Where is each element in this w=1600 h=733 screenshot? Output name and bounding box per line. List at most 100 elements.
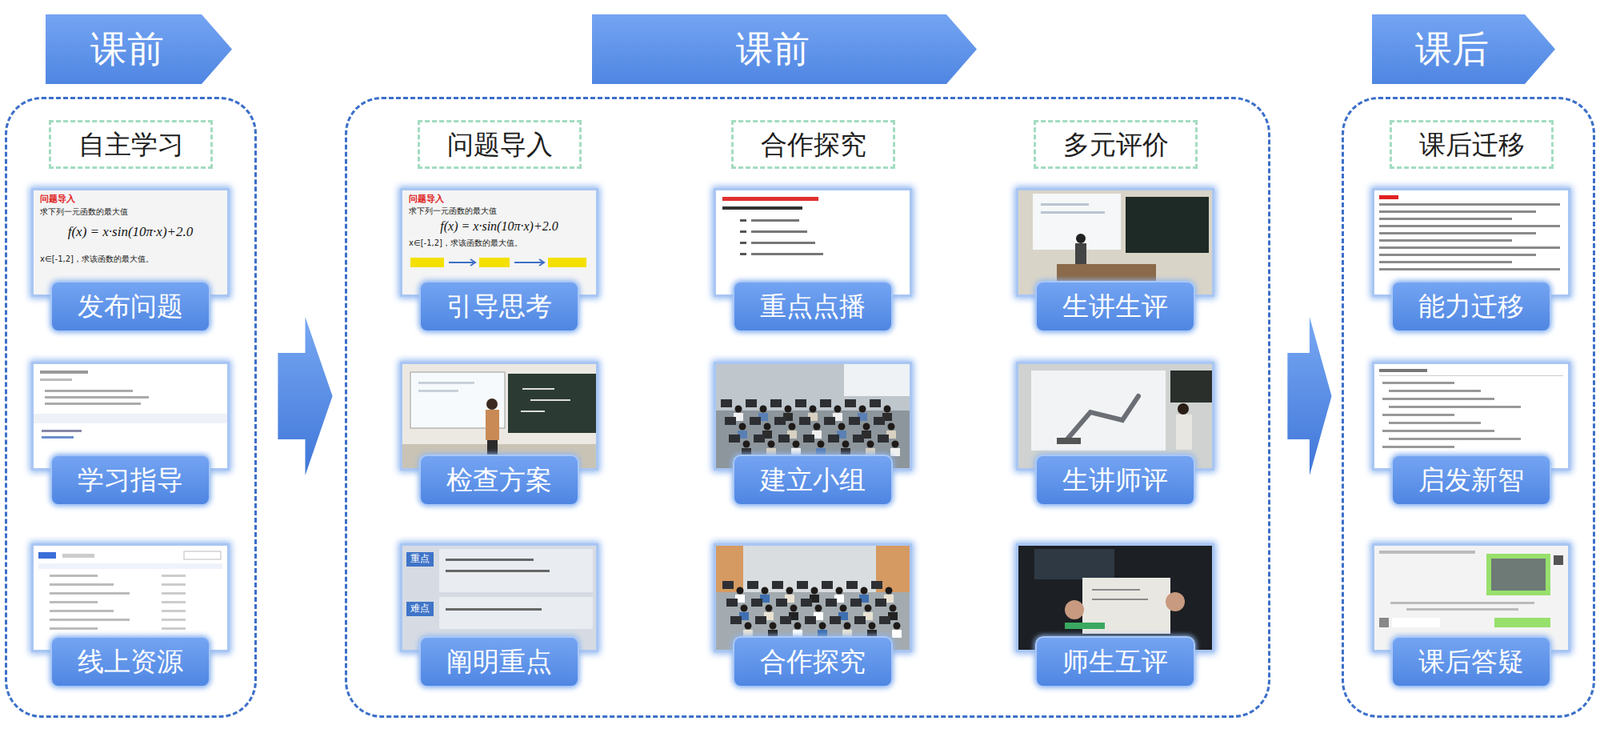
monitor bbox=[875, 598, 887, 607]
art-block bbox=[1388, 421, 1481, 424]
text-panel bbox=[439, 596, 593, 629]
art-block bbox=[1040, 203, 1089, 206]
student-head bbox=[743, 440, 751, 448]
art-block bbox=[49, 583, 114, 586]
screenshot-illustration bbox=[1018, 364, 1212, 468]
stage-arrow bbox=[277, 316, 332, 476]
wall bbox=[716, 364, 910, 468]
art-block bbox=[751, 252, 824, 256]
activity-label: 生讲师评 bbox=[1035, 454, 1196, 506]
slide-text: 求下列一元函数的最大值 bbox=[408, 206, 497, 216]
art-block bbox=[1379, 268, 1560, 271]
student-head bbox=[819, 622, 827, 630]
monitor bbox=[795, 399, 807, 408]
art-block bbox=[1379, 550, 1476, 554]
art-block bbox=[1382, 381, 1455, 384]
monitor bbox=[726, 598, 738, 607]
student-head bbox=[784, 405, 792, 413]
ruler bbox=[1064, 622, 1105, 629]
art-block bbox=[522, 388, 555, 390]
art-block bbox=[44, 402, 141, 405]
section-title: 多元评价 bbox=[1036, 122, 1196, 167]
teacher-head bbox=[1177, 403, 1189, 415]
art-block bbox=[1388, 389, 1481, 392]
art-block bbox=[161, 609, 186, 612]
site-logo bbox=[38, 552, 56, 559]
activity-label: 启发新智 bbox=[1391, 454, 1552, 506]
slide-ground bbox=[402, 190, 596, 295]
activity-label: 生讲生评 bbox=[1035, 280, 1196, 332]
art-block bbox=[722, 206, 803, 210]
student-head bbox=[860, 587, 868, 595]
monitor bbox=[824, 416, 836, 425]
slide-tag: 难点 bbox=[406, 601, 434, 616]
screenshot-illustration bbox=[1018, 190, 1212, 295]
student-head bbox=[892, 440, 900, 448]
student-head bbox=[863, 423, 871, 431]
chat-bubble bbox=[1494, 617, 1551, 628]
student-head bbox=[811, 587, 819, 595]
art-block bbox=[751, 241, 816, 244]
screenshot-illustration bbox=[33, 545, 228, 650]
student-head bbox=[844, 622, 852, 630]
text-panel bbox=[439, 548, 593, 592]
section-header: 课后迁移 bbox=[1389, 120, 1554, 169]
activity-card: 学习指导 bbox=[31, 361, 230, 506]
activity-card: 建立小组 bbox=[713, 361, 912, 506]
monitor bbox=[799, 416, 811, 425]
monitor bbox=[852, 434, 864, 443]
activity-label: 建立小组 bbox=[732, 454, 893, 506]
teacher-body bbox=[485, 409, 500, 440]
activity-card: 师生互评 bbox=[1016, 543, 1215, 688]
avatar bbox=[1379, 617, 1389, 628]
step-arrow bbox=[448, 259, 476, 266]
activity-label: 合作探究 bbox=[732, 636, 893, 688]
student-head bbox=[859, 405, 867, 413]
projection-screen bbox=[1032, 193, 1121, 250]
art-block bbox=[1382, 445, 1455, 448]
student-head bbox=[815, 604, 823, 612]
student-head bbox=[768, 440, 776, 448]
wall bbox=[716, 545, 910, 650]
monitor bbox=[772, 580, 784, 589]
monitor bbox=[828, 434, 840, 443]
art-block bbox=[1379, 368, 1428, 372]
window bbox=[844, 364, 910, 396]
screenshot-illustration bbox=[716, 545, 910, 650]
student-head bbox=[792, 440, 800, 448]
art-block bbox=[1382, 397, 1495, 400]
activity-card: 问题导入求下列一元函数的最大值f(x) = x·sin(10π·x)+2.0x∈… bbox=[400, 188, 599, 332]
student-head bbox=[836, 587, 844, 595]
slide-ground bbox=[33, 190, 228, 295]
screenshot-illustration bbox=[716, 364, 910, 468]
slide-ground bbox=[402, 545, 596, 650]
monitor bbox=[829, 616, 841, 624]
student-head bbox=[794, 622, 802, 630]
student-head bbox=[769, 622, 777, 630]
art-block bbox=[1379, 217, 1512, 220]
student-body bbox=[892, 629, 902, 638]
monitor bbox=[803, 434, 815, 443]
section-title: 问题导入 bbox=[420, 122, 580, 167]
stage-panel: 课前问题导入问题导入求下列一元函数的最大值f(x) = x·sin(10π·x)… bbox=[344, 96, 1271, 718]
monitor bbox=[722, 580, 734, 589]
monitor bbox=[755, 616, 767, 624]
activity-card: 线上资源 bbox=[31, 543, 230, 688]
section-header: 问题导入 bbox=[417, 120, 582, 169]
monitor bbox=[869, 399, 881, 408]
art-block bbox=[1379, 246, 1560, 249]
art-block bbox=[49, 592, 130, 595]
student-head bbox=[838, 423, 846, 431]
art-block bbox=[740, 230, 747, 233]
monitor bbox=[804, 616, 816, 624]
screenshot-illustration bbox=[1018, 545, 1212, 650]
art-block bbox=[1382, 429, 1495, 432]
rule-line bbox=[1379, 375, 1564, 376]
activity-label: 线上资源 bbox=[50, 636, 211, 688]
activity-label: 能力迁移 bbox=[1391, 280, 1552, 332]
student-head bbox=[817, 440, 825, 448]
monitor bbox=[850, 598, 862, 607]
student-head bbox=[888, 423, 896, 431]
art-block bbox=[161, 574, 186, 577]
